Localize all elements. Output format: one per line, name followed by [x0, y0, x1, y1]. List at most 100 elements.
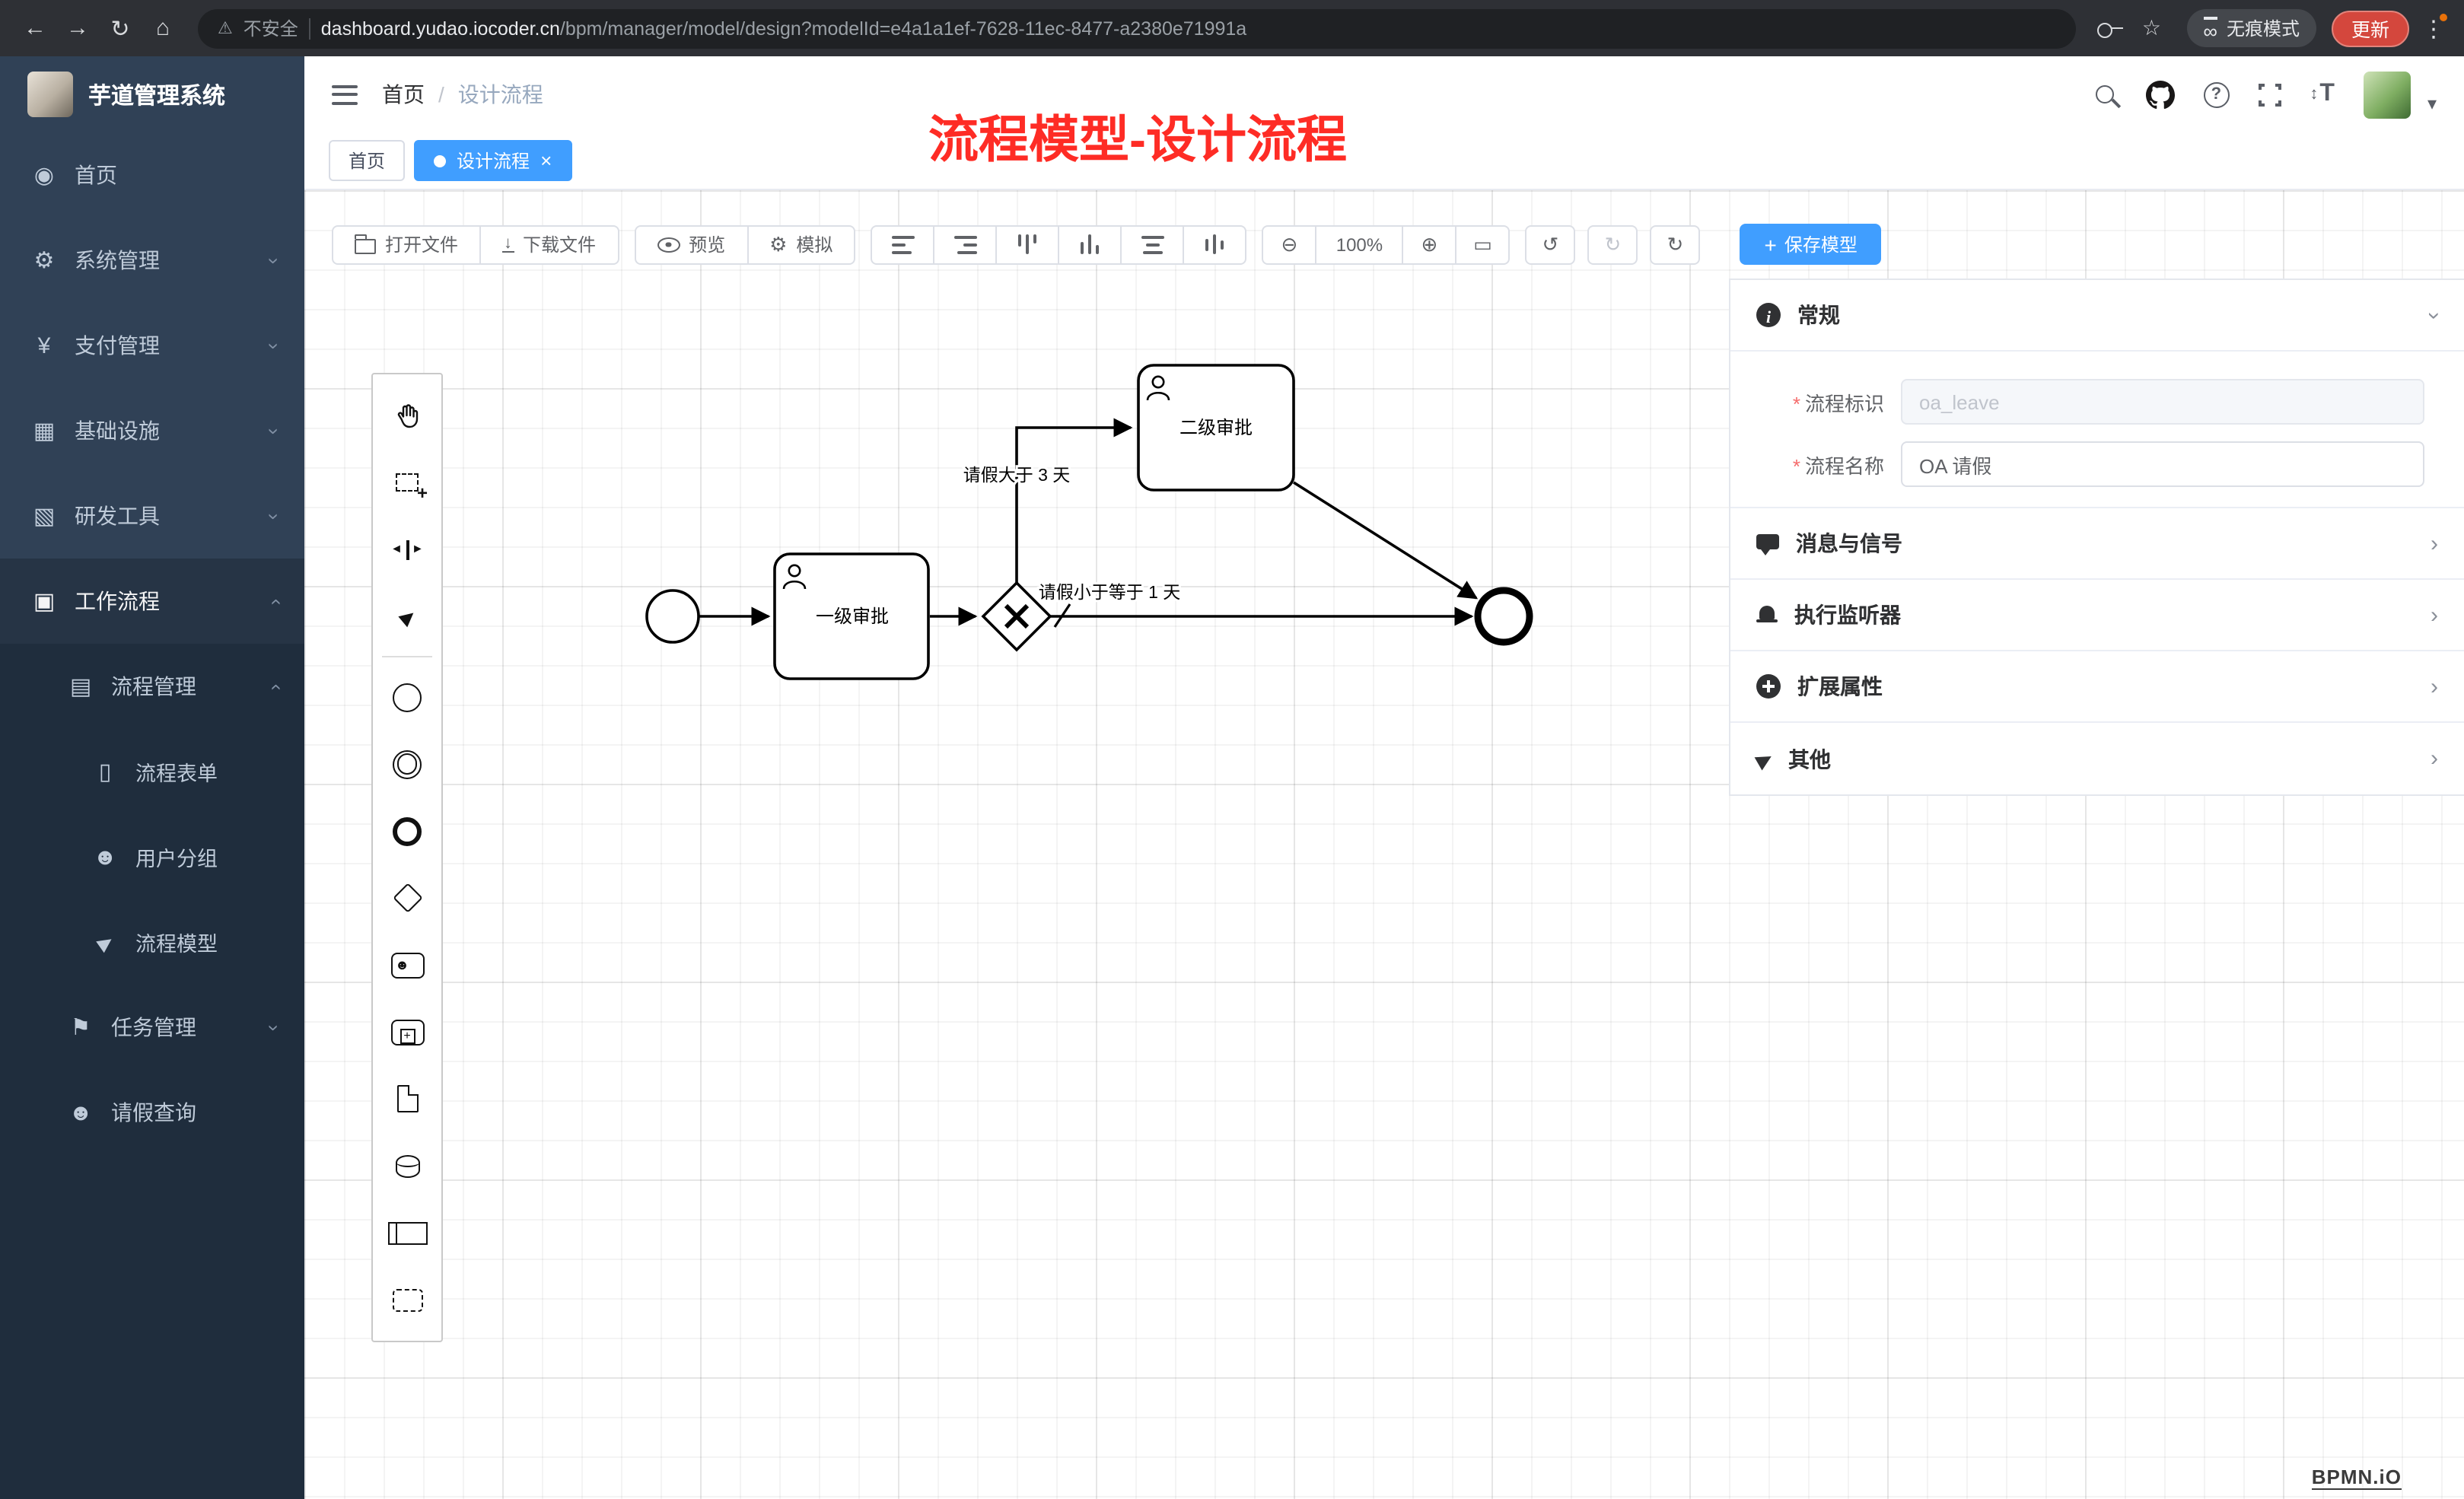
user-task-level2[interactable]: 二级审批	[1137, 364, 1295, 492]
font-size-icon[interactable]: ↕ T	[2310, 81, 2335, 108]
bpmn-canvas[interactable]: 一级审批 二级审批 请假大于 3 天 请假小于等于 1 天	[304, 190, 2464, 1499]
security-label: 不安全	[243, 18, 298, 40]
align-middle-button[interactable]	[1183, 224, 1247, 264]
exclusive-gateway[interactable]	[981, 581, 1052, 652]
section-extended-attributes[interactable]: 扩展属性 ›	[1730, 651, 2464, 723]
download-file-button[interactable]: ↓ 下载文件	[479, 224, 619, 264]
open-file-button[interactable]: 打开文件	[332, 224, 482, 264]
user-icon	[782, 564, 807, 590]
sidebar-item-system[interactable]: ⚙ 系统管理 ›	[0, 218, 304, 303]
breadcrumb-home[interactable]: 首页	[382, 82, 425, 107]
zoom-in-button[interactable]: ⊕	[1402, 224, 1457, 264]
zoom-level-button[interactable]: 100%	[1315, 224, 1404, 264]
forward-icon[interactable]: →	[66, 15, 89, 41]
collapse-menu-icon[interactable]	[332, 84, 358, 104]
tab-design-process[interactable]: 设计流程 ×	[414, 140, 572, 181]
user-task-level1[interactable]: 一级审批	[773, 552, 930, 680]
undo-button[interactable]: ↺	[1525, 224, 1576, 264]
sidebar-item-leave-query[interactable]: ☻ 请假查询	[0, 1070, 304, 1155]
space-tool[interactable]: ◄►	[377, 516, 438, 583]
global-connect-tool[interactable]: ▶	[377, 583, 438, 650]
sidebar-item-user-group[interactable]: ☻ 用户分组	[0, 814, 304, 899]
create-intermediate-event[interactable]	[377, 730, 438, 797]
help-icon[interactable]: ?	[2203, 81, 2230, 107]
lasso-tool[interactable]	[377, 449, 438, 516]
app-logo[interactable]: 芋道管理系统	[0, 56, 304, 132]
condition-label-gt[interactable]: 请假大于 3 天	[961, 463, 1073, 487]
simulate-button[interactable]: ⚙ 模拟	[747, 224, 856, 264]
not-secure-icon: ⚠	[218, 20, 233, 38]
flow-gateway-to-task2[interactable]	[1015, 418, 1133, 583]
bookmark-star-icon[interactable]: ☆	[2141, 15, 2161, 40]
start-event[interactable]	[645, 589, 700, 644]
condition-label-le[interactable]: 请假小于等于 1 天	[1036, 580, 1183, 604]
avatar-caret-icon[interactable]: ▾	[2427, 92, 2437, 113]
fullscreen-icon[interactable]	[2256, 81, 2283, 107]
sidebar-filler	[0, 1155, 304, 1499]
browser-home-icon[interactable]: ⌂	[155, 15, 170, 41]
create-data-store[interactable]	[377, 1132, 438, 1199]
sidebar-item-payment[interactable]: ¥ 支付管理 ›	[0, 303, 304, 388]
align-bottom-button[interactable]	[1058, 224, 1122, 264]
browser-menu-icon[interactable]: ⋮	[2418, 13, 2449, 42]
tab-home[interactable]: 首页	[329, 140, 406, 181]
create-start-event[interactable]	[377, 664, 438, 730]
zoom-out-button[interactable]: ⊖	[1262, 224, 1317, 264]
sidebar-item-task-management[interactable]: ⚑ 任务管理 ›	[0, 985, 304, 1070]
required-asterisk: *	[1792, 454, 1800, 477]
sidebar-item-infrastructure[interactable]: ▦ 基础设施 ›	[0, 388, 304, 473]
section-execution-listener[interactable]: 执行监听器 ›	[1730, 580, 2464, 651]
sidebar-item-process-form[interactable]: ▯ 流程表单	[0, 729, 304, 814]
space-icon: ◄►	[390, 539, 424, 559]
password-key-icon[interactable]	[2096, 21, 2123, 37]
avatar[interactable]	[2363, 71, 2411, 118]
save-model-button[interactable]: + 保存模型	[1740, 224, 1882, 265]
grid-icon: ▦	[33, 419, 56, 444]
flow-task2-to-end[interactable]	[1293, 481, 1479, 600]
section-general[interactable]: 常规 ›	[1730, 280, 2464, 352]
sidebar-item-home[interactable]: ◉ 首页	[0, 132, 304, 218]
align-center-button[interactable]	[1120, 224, 1185, 264]
sidebar-item-label: 流程表单	[135, 762, 218, 785]
reload-icon[interactable]: ↻	[110, 16, 130, 42]
incognito-badge: ∞ 无痕模式	[2186, 9, 2316, 47]
create-gateway[interactable]	[377, 864, 438, 931]
sidebar-item-devtools[interactable]: ▧ 研发工具 ›	[0, 473, 304, 559]
back-icon[interactable]: ←	[24, 15, 46, 41]
gear-icon: ⚙	[33, 248, 55, 274]
align-left-button[interactable]	[871, 224, 935, 264]
download-file-label: 下载文件	[523, 234, 597, 256]
zoom-reset-button[interactable]: ▭	[1455, 224, 1511, 264]
section-message-signal[interactable]: 消息与信号 ›	[1730, 508, 2464, 580]
sidebar-item-workflow[interactable]: ▣ 工作流程 ›	[0, 559, 304, 644]
create-end-event[interactable]	[377, 797, 438, 864]
create-group[interactable]	[377, 1266, 438, 1333]
chevron-up-icon: ›	[262, 597, 285, 605]
preview-button[interactable]: 预览	[634, 224, 749, 264]
process-name-input[interactable]	[1901, 441, 2424, 487]
create-subprocess[interactable]	[377, 998, 438, 1065]
process-key-input[interactable]	[1901, 379, 2424, 425]
github-icon[interactable]	[2145, 80, 2175, 109]
sidebar-item-process-management[interactable]: ▤ 流程管理 ›	[0, 644, 304, 729]
align-top-button[interactable]	[995, 224, 1060, 264]
tab-close-icon[interactable]: ×	[540, 149, 552, 172]
create-participant[interactable]	[377, 1199, 438, 1266]
create-user-task[interactable]	[377, 931, 438, 998]
search-icon[interactable]	[2095, 85, 2114, 103]
hand-tool[interactable]	[377, 382, 438, 449]
restart-button[interactable]: ↻	[1650, 224, 1701, 264]
end-event[interactable]	[1474, 587, 1533, 646]
sidebar-item-process-model[interactable]: ▶ 流程模型	[0, 899, 304, 985]
address-bar[interactable]: ⚠ 不安全 dashboard.yudao.iocoder.cn/bpm/man…	[198, 8, 2076, 48]
section-others[interactable]: ▶ 其他 ›	[1730, 723, 2464, 794]
bpmnio-logo[interactable]: BPMN.iO	[2311, 1466, 2402, 1490]
redo-button[interactable]: ↻	[1587, 224, 1638, 264]
create-data-object[interactable]	[377, 1065, 438, 1132]
data-object-icon	[396, 1084, 419, 1112]
incognito-label: 无痕模式	[2226, 18, 2300, 40]
align-right-button[interactable]	[933, 224, 998, 264]
tab-label: 设计流程	[457, 151, 530, 172]
browser-update-button[interactable]: 更新	[2331, 10, 2409, 46]
